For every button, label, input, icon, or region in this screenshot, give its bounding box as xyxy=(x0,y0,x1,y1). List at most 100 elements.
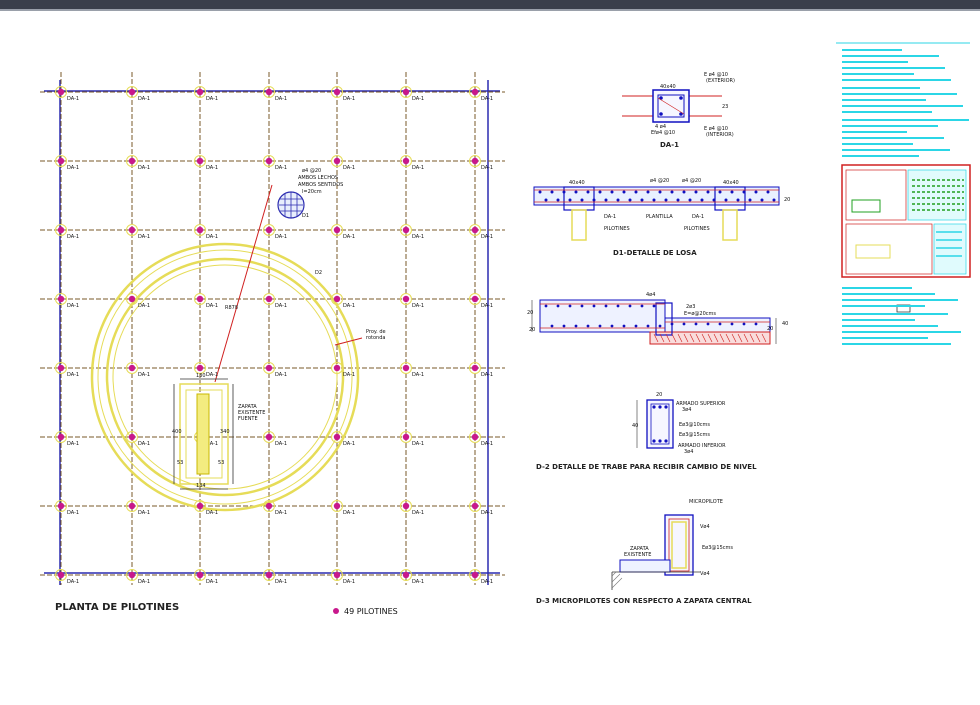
d3-title: D-3 MICROPILOTES CON RESPECTO A ZAPATA C… xyxy=(536,597,752,605)
rebar-dot xyxy=(742,190,746,194)
zapata-label-2: EXISTENTE xyxy=(238,410,265,416)
da1-note-ext: E ø4 @10 xyxy=(704,72,728,78)
d2-sec-arm-inf: ARMADO INFERIOR xyxy=(678,443,726,449)
da-label: DA-1 xyxy=(275,441,287,447)
pile-ring xyxy=(126,362,138,374)
pile-marker xyxy=(333,295,341,303)
rebar-dot xyxy=(562,324,566,328)
rebar-dot xyxy=(634,190,638,194)
pile-marker xyxy=(128,433,136,441)
pile-marker xyxy=(57,157,65,165)
callout-length: l=20cm xyxy=(302,189,322,195)
rebar-dot xyxy=(682,190,686,194)
da-label: DA-1 xyxy=(138,579,150,585)
da-label: DA-1 xyxy=(138,510,150,516)
da-label: DA-1 xyxy=(275,579,287,585)
pile-ring xyxy=(55,155,67,167)
da-label: DA-1 xyxy=(343,579,355,585)
d3-label-e: Eø3@15cms xyxy=(702,545,733,551)
rebar-dot xyxy=(592,198,596,202)
da-label: DA-1 xyxy=(412,165,424,171)
d2-dim-20a: 20 xyxy=(527,310,533,316)
d1-title: D1-DETALLE DE LOSA xyxy=(613,249,697,257)
rebar-dot xyxy=(550,324,554,328)
da1-note-int-2: (INTERIOR) xyxy=(706,132,734,138)
da-label: DA-1 xyxy=(343,96,355,102)
rebar-dot xyxy=(622,324,626,328)
rebar-dot xyxy=(640,198,644,202)
d3-label-zap: ZAPATA xyxy=(630,546,649,552)
d3-label-v2: Vø4 xyxy=(700,571,710,577)
da1-note-bars: 4 ø4 xyxy=(655,124,666,130)
pile-marker xyxy=(265,226,273,234)
d2-sec-arm-sup: ARMADO SUPERIOR xyxy=(676,401,726,407)
hatch-line xyxy=(737,333,743,343)
d1-label-da-b: DA-1 xyxy=(692,214,704,220)
pile-ring xyxy=(400,155,412,167)
da-label: DA-1 xyxy=(481,372,493,378)
rebar-dot xyxy=(556,198,560,202)
hatch-line xyxy=(677,333,683,343)
rebar-dot xyxy=(568,304,572,308)
da-label: DA-1 xyxy=(275,234,287,240)
da-label: DA-1 xyxy=(481,441,493,447)
pile-marker xyxy=(57,433,65,441)
da-label: DA-1 xyxy=(481,234,493,240)
pile-marker xyxy=(57,502,65,510)
rebar-dot xyxy=(610,324,614,328)
plan-title: PLANTA DE PILOTINES xyxy=(55,602,179,613)
d2-sec-dim-side: 40 xyxy=(632,423,638,429)
rebar-dot xyxy=(544,198,548,202)
d1-bar-1: ø4 @20 xyxy=(650,178,669,184)
da-label: DA-1 xyxy=(206,441,218,447)
notes-panel xyxy=(836,42,971,345)
pile-ring xyxy=(126,569,138,581)
pile-marker xyxy=(333,433,341,441)
rebar-dot xyxy=(580,198,584,202)
hatch-line xyxy=(755,333,761,343)
da1-note-int: E ø4 @10 xyxy=(704,126,728,132)
rebar-dot xyxy=(694,190,698,194)
rebar-dot xyxy=(580,304,584,308)
d1-bar-2: ø4 @20 xyxy=(682,178,701,184)
da-label: DA-1 xyxy=(412,579,424,585)
da1-note-stirrup: Efø4 @10 xyxy=(651,130,675,136)
rebar-dot xyxy=(730,190,734,194)
pile-marker xyxy=(265,571,273,579)
pile-ring xyxy=(263,293,275,305)
pile-marker xyxy=(402,364,410,372)
pile-ring xyxy=(469,155,481,167)
pile-ring xyxy=(400,569,412,581)
da-label: DA-1 xyxy=(275,165,287,171)
pile-marker xyxy=(196,157,204,165)
rebar-dot xyxy=(616,198,620,202)
da-label: DA-1 xyxy=(343,441,355,447)
hatch-line xyxy=(713,333,719,343)
pile-marker xyxy=(265,364,273,372)
rebar-dot xyxy=(754,190,758,194)
rebar-dot xyxy=(706,190,710,194)
hatch-line xyxy=(731,333,737,343)
pile-ring xyxy=(331,293,343,305)
da-label: DA-1 xyxy=(412,234,424,240)
pile-marker xyxy=(471,295,479,303)
rebar-dot xyxy=(658,324,662,328)
pile-ring xyxy=(263,362,275,374)
rebar-dot xyxy=(616,304,620,308)
da-label: DA-1 xyxy=(412,303,424,309)
pile-ring xyxy=(263,431,275,443)
proy-label: Proy. de xyxy=(366,329,386,335)
d1-callout xyxy=(277,191,305,219)
da-label: DA-1 xyxy=(412,510,424,516)
pile-ring xyxy=(331,224,343,236)
rebar-dot xyxy=(688,198,692,202)
rebar-dot xyxy=(646,324,650,328)
pile-marker xyxy=(333,157,341,165)
da1-dim-top: 40x40 xyxy=(660,84,676,90)
pile-marker xyxy=(57,364,65,372)
da-label: DA-1 xyxy=(138,96,150,102)
da-label: DA-1 xyxy=(343,234,355,240)
rebar-dot xyxy=(538,190,542,194)
rebar-dot xyxy=(724,198,728,202)
rebar-dot xyxy=(766,190,770,194)
